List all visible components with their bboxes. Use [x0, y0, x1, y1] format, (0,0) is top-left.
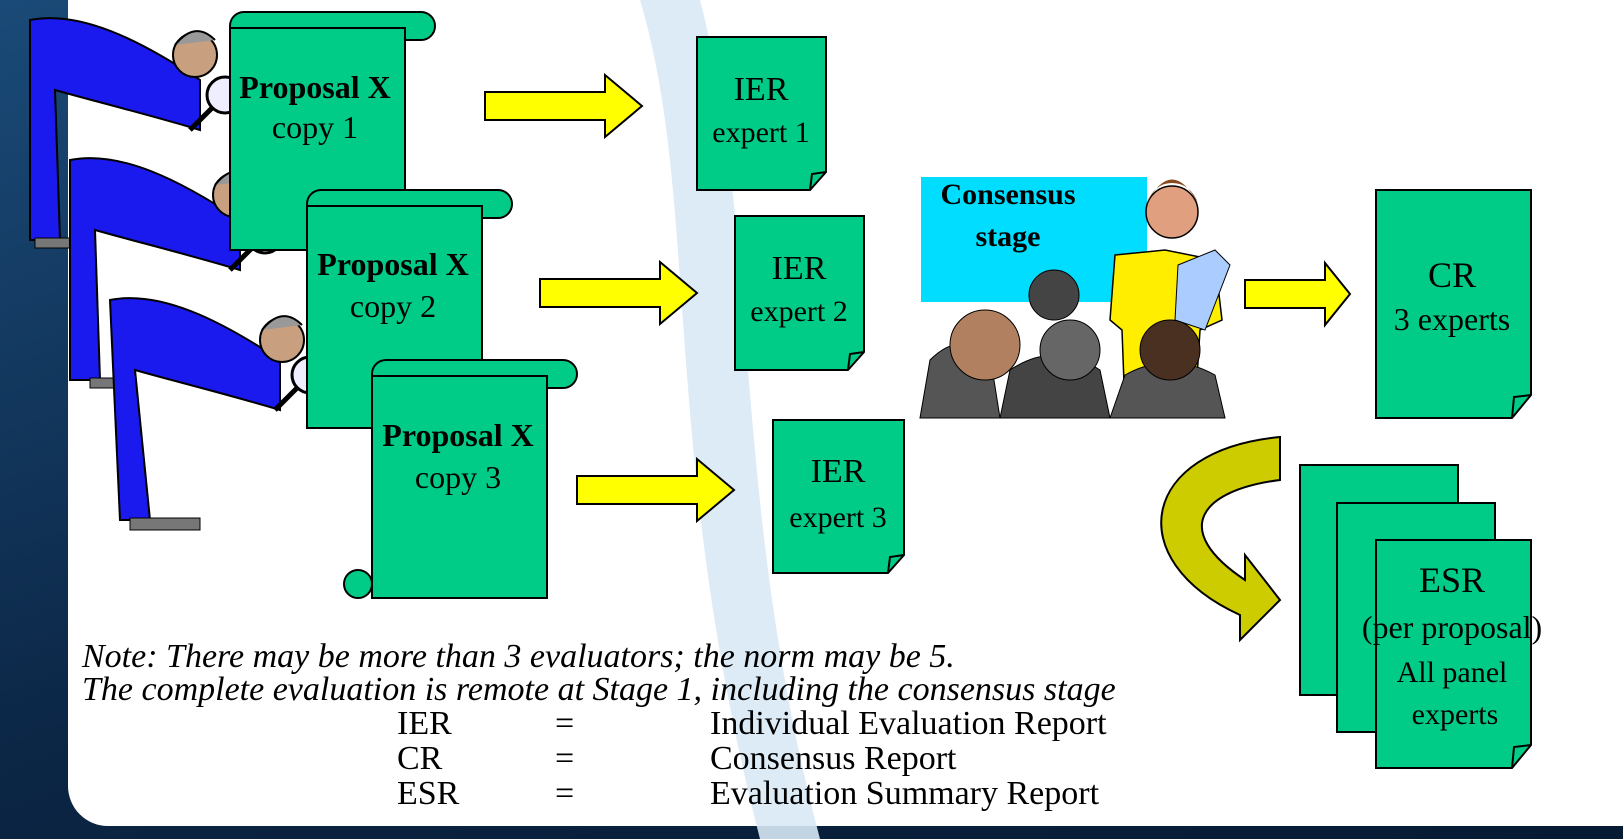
- legend-abbr-ier: IER: [397, 705, 452, 742]
- note-line-2: The complete evaluation is remote at Sta…: [82, 671, 1116, 708]
- legend-eq-esr: =: [555, 775, 575, 812]
- legend-full-ier: Individual Evaluation Report: [710, 705, 1107, 742]
- ier-1-title: IER: [734, 71, 789, 108]
- proposal-3-title: Proposal X: [382, 417, 533, 453]
- proposal-2-copy: copy 2: [350, 288, 436, 324]
- consensus-label-1: Consensus: [940, 178, 1075, 211]
- cr-sub: 3 experts: [1394, 301, 1510, 337]
- ier-1-sub: expert 1: [712, 116, 809, 149]
- inspector-figure-1: [29, 17, 245, 249]
- proposal-1-copy: copy 1: [272, 109, 358, 145]
- ier-2-sub: expert 2: [750, 295, 847, 328]
- arrow-to-ier-3: [576, 456, 736, 524]
- cr-doc: CR 3 experts: [1375, 189, 1532, 419]
- legend-full-esr: Evaluation Summary Report: [710, 775, 1100, 812]
- ier-3-title: IER: [811, 453, 866, 490]
- consensus-stage: Consensus stage: [919, 177, 1231, 419]
- inspector-figure-3: [108, 297, 330, 531]
- esr-line3: All panel: [1397, 656, 1508, 689]
- esr-doc-stack: ESR (per proposal) All panel experts: [1299, 464, 1542, 769]
- ier-doc-1: IER expert 1: [696, 36, 827, 191]
- arrow-to-ier-1: [484, 72, 644, 140]
- arrow-to-ier-2: [539, 259, 699, 327]
- ier-doc-3: IER expert 3: [772, 419, 905, 574]
- arrow-to-cr: [1244, 260, 1352, 328]
- legend-eq-ier: =: [555, 705, 575, 742]
- legend-abbr-esr: ESR: [397, 775, 460, 812]
- legend-abbr-cr: CR: [397, 740, 443, 777]
- esr-title: ESR: [1419, 560, 1485, 600]
- proposal-2-title: Proposal X: [317, 246, 468, 282]
- proposal-1-title: Proposal X: [239, 69, 390, 105]
- cr-title: CR: [1428, 255, 1476, 295]
- proposal-3-copy: copy 3: [415, 459, 501, 495]
- legend-eq-cr: =: [555, 740, 575, 777]
- esr-line4: experts: [1412, 698, 1499, 731]
- legend-full-cr: Consensus Report: [710, 740, 957, 777]
- ier-3-sub: expert 3: [789, 501, 886, 534]
- meeting-illustration: [919, 179, 1231, 419]
- consensus-label-2: stage: [976, 220, 1041, 253]
- curved-arrow-to-esr: [1160, 435, 1282, 643]
- proposal-scroll-3: Proposal X copy 3: [343, 359, 578, 599]
- ier-2-title: IER: [772, 250, 827, 287]
- ier-doc-2: IER expert 2: [734, 215, 865, 371]
- esr-line2: (per proposal): [1362, 609, 1542, 645]
- note-line-1: Note: There may be more than 3 evaluator…: [82, 638, 955, 675]
